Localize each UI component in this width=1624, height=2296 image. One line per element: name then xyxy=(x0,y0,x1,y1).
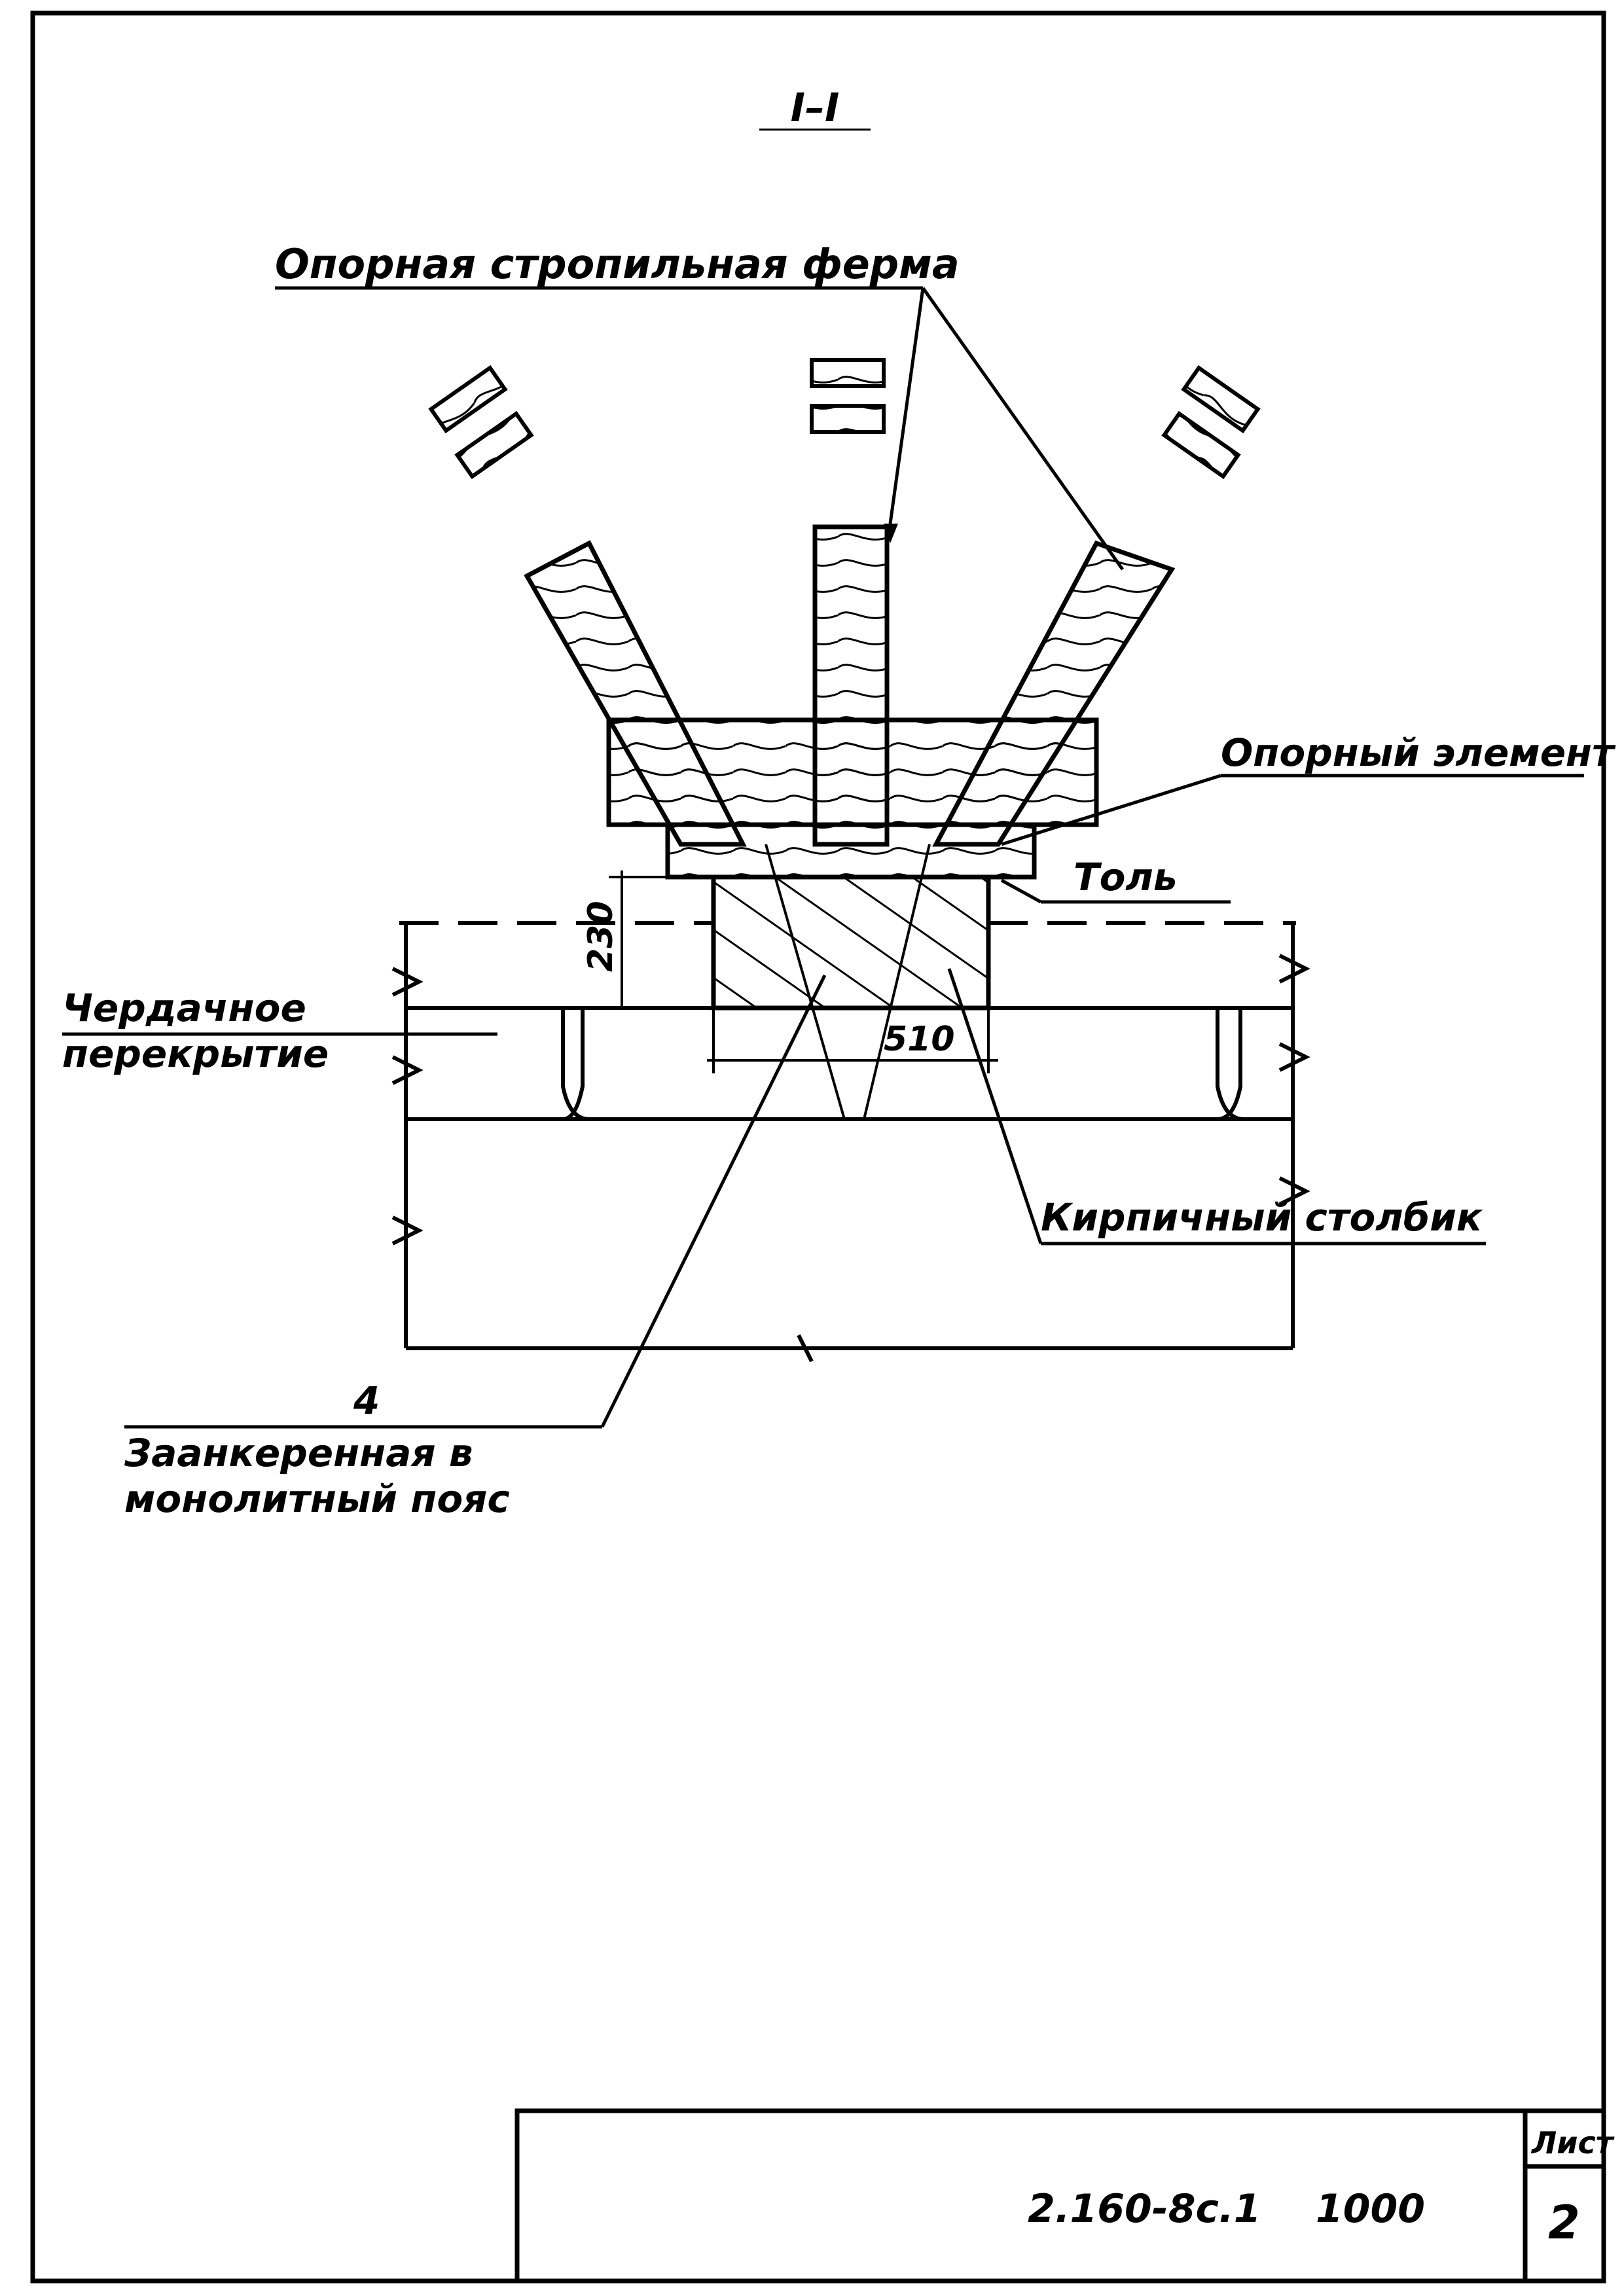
title-block xyxy=(514,2108,1606,2284)
sheet-frame xyxy=(30,10,1606,2284)
title-block-number: 1000 xyxy=(1316,2186,1425,2232)
title-block-code: 2.160-8с.1 xyxy=(1028,2186,1261,2232)
brick-pillar-leader xyxy=(947,968,1043,1244)
anchor-leader xyxy=(600,974,827,1428)
truss-leader-lines xyxy=(888,287,1125,571)
truss-chord-sections xyxy=(428,358,1261,480)
height-dimension xyxy=(609,870,713,1008)
height-dimension-value: 230 xyxy=(581,901,621,972)
section-mark: I–I xyxy=(791,85,840,131)
anchor-label-line2: монолитный пояс xyxy=(124,1477,510,1521)
brick-pillar xyxy=(711,874,991,1011)
anchor-rods xyxy=(765,844,931,1120)
support-element xyxy=(665,822,1037,880)
anchor-label-line1: Заанкеренная в xyxy=(124,1431,473,1475)
sheet-number: 2 xyxy=(1548,2196,1580,2250)
upper-support-beam xyxy=(606,717,1099,827)
anchor-number: 4 xyxy=(353,1378,380,1423)
roofing-felt-label: Толь xyxy=(1074,855,1178,899)
attic-floor-label-line2: перекрытие xyxy=(62,1031,329,1076)
support-element-leader-line xyxy=(1001,774,1221,846)
width-dimension-value: 510 xyxy=(884,1020,955,1059)
brick-pillar-label: Кирпичный столбик xyxy=(1041,1195,1483,1240)
attic-floor-label-line1: Чердачное xyxy=(62,986,306,1030)
width-dimension xyxy=(707,1008,998,1073)
truss-label: Опорная стропильная ферма xyxy=(275,240,960,288)
sheet-label: Лист xyxy=(1530,2125,1615,2161)
roofing-felt-leader xyxy=(1000,878,1042,904)
attic-floor-slab xyxy=(391,923,1310,1363)
support-element-label: Опорный элемент xyxy=(1221,730,1616,775)
